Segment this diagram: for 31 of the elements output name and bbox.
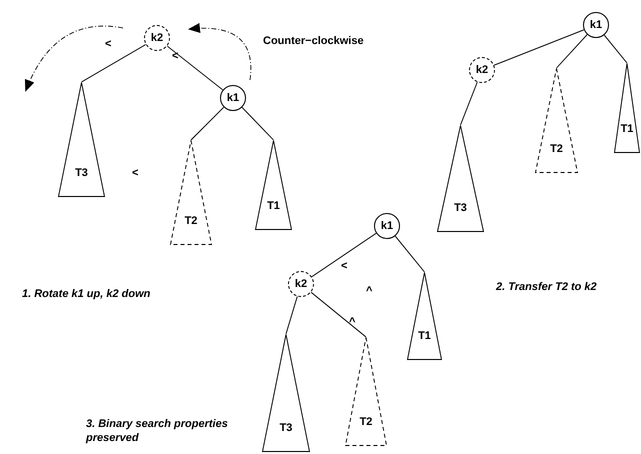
tree-edge	[81, 44, 146, 82]
subtree-triangle: T1	[255, 140, 292, 230]
dashed-subtree-triangle: T2	[170, 140, 212, 245]
step-caption: 1. Rotate k1 up, k2 down	[22, 288, 150, 302]
step-caption: 3. Binary search properties preserved	[86, 418, 229, 446]
rotation-caption: Counter−clockwise	[263, 35, 364, 49]
subtree-triangle: T3	[58, 82, 105, 197]
subtree-triangle: T1	[407, 272, 442, 360]
caret-sign: ^	[349, 316, 356, 330]
tree-edge	[166, 46, 224, 90]
tree-edge	[190, 106, 224, 140]
dashed-subtree-triangle: T2	[535, 68, 578, 173]
tree-edge	[460, 82, 478, 126]
less-than-sign: <	[105, 38, 112, 52]
less-than-sign: <	[341, 260, 348, 274]
step-caption: 2. Transfer T2 to k2	[496, 281, 597, 295]
less-than-sign: <	[132, 167, 138, 181]
tree-edge	[604, 34, 628, 64]
tree-edge	[494, 29, 584, 66]
caret-sign: ^	[366, 285, 372, 299]
tree-edge	[242, 106, 274, 140]
tree-edge	[311, 232, 377, 278]
tree-edge	[394, 236, 425, 272]
tree-edge	[286, 296, 298, 334]
tree-edge	[310, 292, 366, 338]
dashed-subtree-triangle: T2	[345, 337, 387, 446]
subtree-triangle: T1	[614, 63, 640, 153]
subtree-triangle: T3	[262, 334, 310, 452]
less-than-sign: <	[172, 50, 178, 64]
tree-edge	[556, 34, 588, 68]
subtree-triangle: T3	[437, 125, 484, 232]
